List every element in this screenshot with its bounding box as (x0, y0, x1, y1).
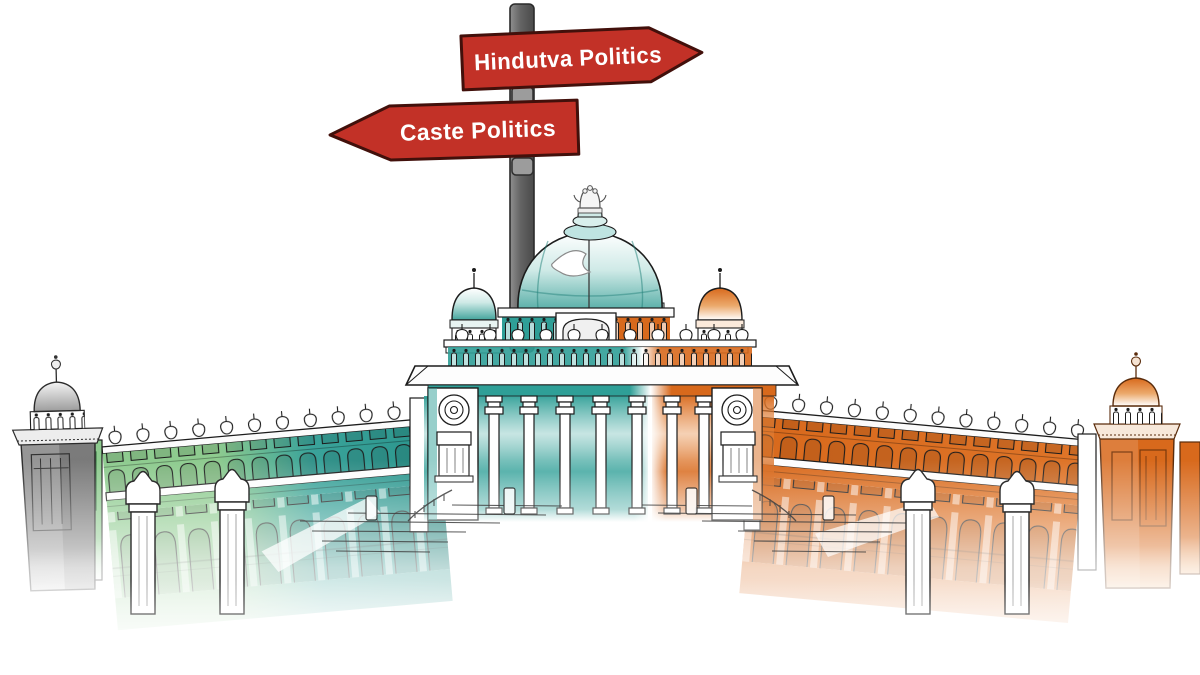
flag-sketch (551, 250, 592, 277)
bottom-fade (0, 580, 1200, 675)
steps-sketch (299, 487, 907, 553)
pole-bracket (511, 157, 534, 176)
ashoka-emblem-icon (573, 185, 607, 214)
signpost: Hindutva Politics Caste Politics (328, 26, 704, 176)
parapet (443, 322, 757, 367)
central-dome (513, 185, 665, 319)
sign-caste-label: Caste Politics (400, 115, 557, 146)
sign-hindutva-politics: Hindutva Politics (459, 26, 704, 92)
sign-caste-politics: Caste Politics (328, 98, 581, 162)
